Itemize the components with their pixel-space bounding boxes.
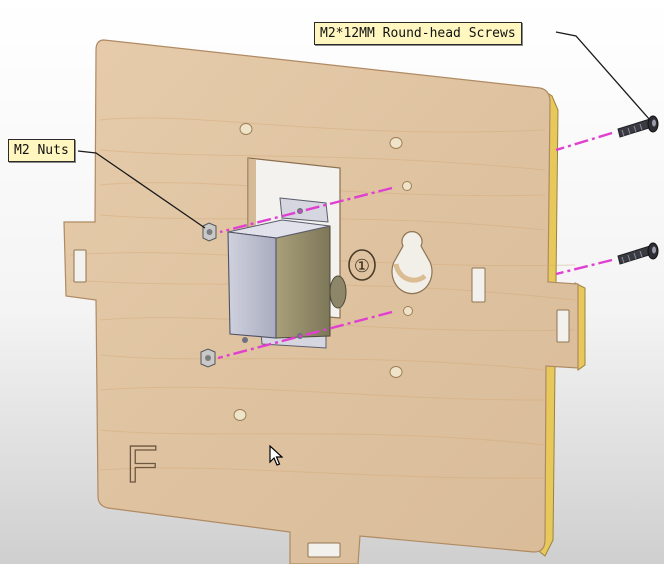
mounting-holes (233, 123, 413, 421)
alignment-guides (217, 131, 613, 360)
mouse-pointer-icon (269, 445, 283, 466)
keyhole-cutout (391, 231, 433, 295)
panel-letter: F (126, 436, 158, 494)
callout-screws-label: M2*12MM Round-head Screws (314, 22, 522, 45)
leader-lines (77, 31, 651, 229)
nut-bottom (200, 348, 216, 368)
marker-circle (348, 249, 376, 281)
servo-motor (227, 197, 347, 349)
screw-bottom (617, 242, 659, 265)
screw-top (617, 115, 659, 138)
callout-nuts-label: M2 Nuts (8, 139, 75, 162)
wood-grain (69, 117, 576, 479)
panel-slots (73, 249, 570, 558)
marker-label: ① (354, 256, 370, 277)
nut-top (202, 222, 217, 242)
